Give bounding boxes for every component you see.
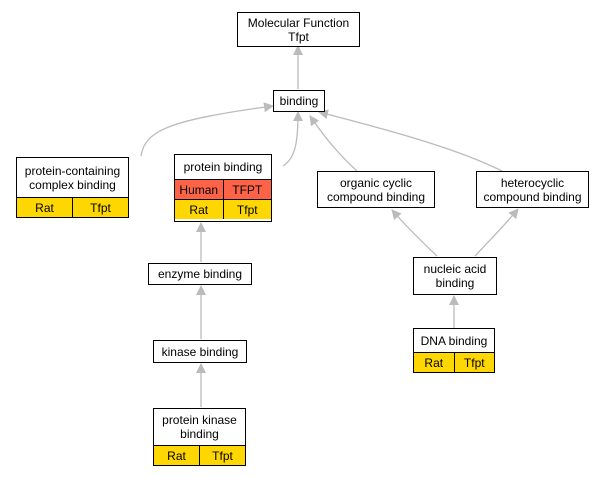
node-dna-binding[interactable]: DNA binding Rat Tfpt [413, 328, 495, 373]
edge-nab-to-hcb [474, 208, 519, 257]
node-title: Molecular Function Tfpt [247, 15, 350, 44]
edge-nab-to-occb [391, 209, 438, 257]
annotation-row: Rat Tfpt [414, 352, 494, 372]
node-binding[interactable]: binding [273, 90, 325, 112]
node-title: DNA binding [420, 333, 488, 348]
gene-cell: Tfpt [72, 198, 128, 217]
annotation-row: Human TFPT [175, 179, 271, 199]
node-protein-containing-complex-binding[interactable]: protein-containing complex binding Rat T… [16, 157, 129, 218]
edge-pccb-to-binding [140, 102, 274, 157]
node-title: binding [279, 94, 319, 108]
species-cell: Rat [424, 355, 444, 370]
node-nucleic-acid-binding[interactable]: nucleic acid binding [413, 257, 497, 295]
species-cell: Human [179, 182, 219, 197]
node-title: protein-containing complex binding [24, 163, 121, 192]
annotation-row: Rat Tfpt [154, 445, 245, 465]
node-enzyme-binding[interactable]: enzyme binding [148, 263, 252, 285]
gene-cell: Tfpt [199, 446, 245, 465]
gene-cell: Tfpt [222, 200, 272, 219]
gene-cell: TFPT [222, 180, 272, 199]
node-molecular-function[interactable]: Molecular Function Tfpt [237, 12, 360, 47]
gene-cell: Tfpt [453, 353, 495, 372]
edge-pb-to-binding [282, 111, 303, 167]
node-organic-cyclic-compound-binding[interactable]: organic cyclic compound binding [317, 171, 435, 208]
node-title: organic cyclic compound binding [326, 175, 426, 204]
edge-hcb-to-binding [318, 109, 503, 172]
node-title: protein binding [183, 160, 263, 174]
node-protein-binding[interactable]: protein binding Human TFPT Rat Tfpt [174, 154, 272, 222]
node-title: kinase binding [161, 344, 239, 359]
species-cell: Rat [35, 200, 54, 215]
annotation-row: Rat Tfpt [17, 197, 128, 217]
annotation-row: Rat Tfpt [175, 199, 271, 219]
node-heterocyclic-compound-binding[interactable]: heterocyclic compound binding [476, 171, 589, 208]
species-cell: Rat [189, 202, 209, 217]
node-title: heterocyclic compound binding [483, 175, 582, 204]
node-title: enzyme binding [157, 267, 243, 281]
node-kinase-binding[interactable]: kinase binding [153, 340, 247, 363]
species-cell: Rat [167, 448, 186, 463]
node-protein-kinase-binding[interactable]: protein kinase binding Rat Tfpt [153, 408, 246, 466]
node-title: protein kinase binding [162, 413, 237, 441]
edge-occb-to-binding [309, 115, 358, 172]
node-title: nucleic acid binding [423, 262, 487, 290]
